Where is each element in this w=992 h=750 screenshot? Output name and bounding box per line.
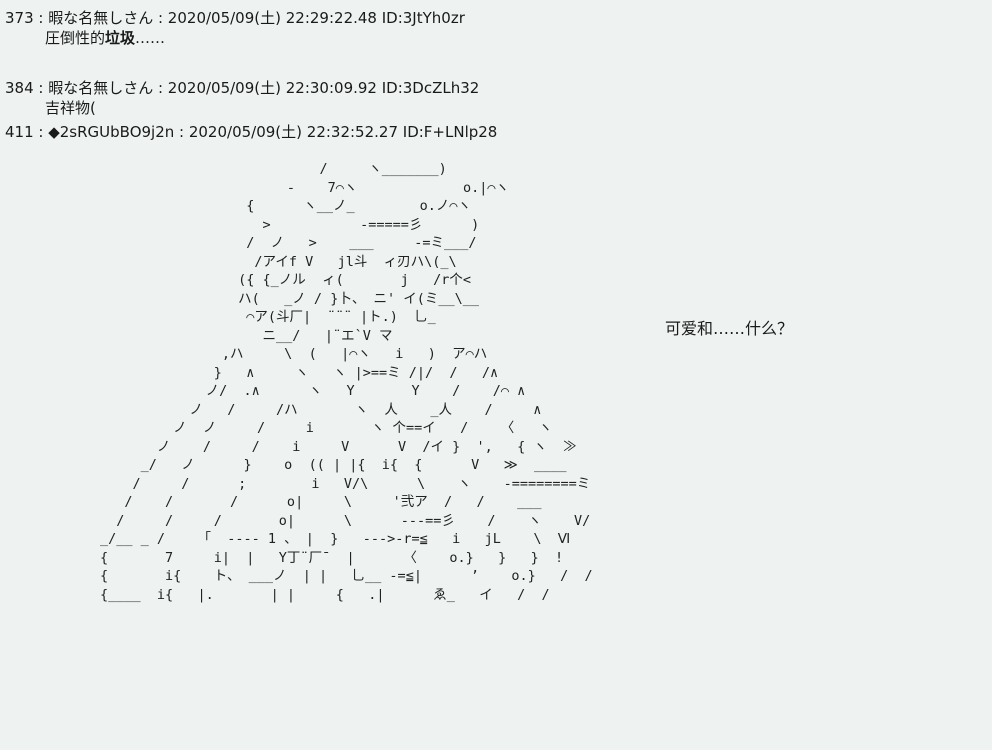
post-body: 圧倒性的垃圾…… [5,28,465,48]
post-body: 吉祥物( [45,99,96,117]
art-caption: 可爱和……什么？ [665,319,794,338]
post-body-bold: 垃圾 [105,29,136,47]
post-header: 384 : 暇な名無しさん : 2020/05/09(土) 22:30:09.9… [5,79,480,97]
ascii-art: / ヽ_______) - 7⌒ヽ o.|⌒ヽ { ヽ__ノ_ o.ノ⌒ヽ > … [100,161,593,603]
post-384: 384 : 暇な名無しさん : 2020/05/09(土) 22:30:09.9… [5,78,479,118]
post-header: 373 : 暇な名無しさん : 2020/05/09(土) 22:29:22.4… [5,9,465,27]
post-body-text: 圧倒性的 [45,29,106,47]
post-header: 411 : ◆2sRGUbBO9j2n : 2020/05/09(土) 22:3… [5,123,498,141]
post-411: 411 : ◆2sRGUbBO9j2n : 2020/05/09(土) 22:3… [5,122,497,142]
post-373: 373 : 暇な名無しさん : 2020/05/09(土) 22:29:22.4… [5,8,465,48]
post-body-ellipsis: …… [135,29,166,47]
